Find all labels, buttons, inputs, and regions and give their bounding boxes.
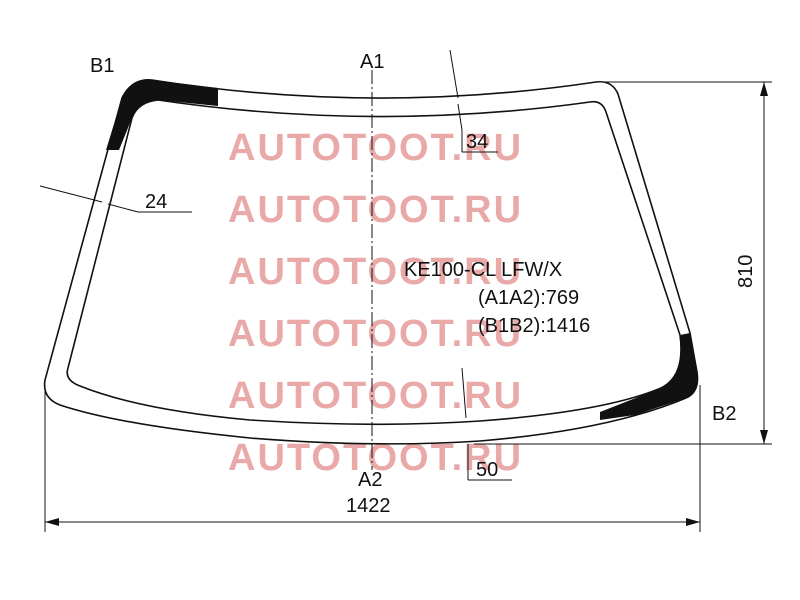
dimension-side-band-label: 24 [145, 191, 167, 213]
dimension-height-label: 810 [735, 255, 757, 288]
dimension-top-band [449, 49, 498, 153]
dimension-height-arrow-bottom [760, 430, 768, 444]
glass-inner-edge [66, 99, 682, 426]
watermark-row-2: AUTOTOOT.RU [228, 189, 523, 231]
a1a2-measure: (A1A2):769 [478, 287, 579, 309]
glass-outer-edge [43, 79, 699, 445]
dimension-width-label: 1422 [346, 495, 391, 517]
dimension-side-band [39, 185, 192, 213]
watermark-row-5: AUTOTOOT.RU [228, 375, 523, 417]
watermark-row-1: AUTOTOOT.RU [228, 127, 523, 169]
label-a1: A1 [360, 51, 384, 73]
b1b2-measure: (B1B2):1416 [478, 315, 590, 337]
watermark-row-4: AUTOTOOT.RU [228, 313, 523, 355]
model-code: KE100-CL LFW/X [404, 259, 562, 281]
dimension-height [474, 81, 772, 445]
dimension-top-band-label: 34 [466, 131, 488, 153]
dark-band-top-left [106, 79, 218, 150]
dark-band-bottom-right [600, 333, 698, 420]
watermark-row-3: AUTOTOOT.RU [228, 251, 523, 293]
watermark-group: AUTOTOOT.RU AUTOTOOT.RU AUTOTOOT.RU AUTO… [228, 127, 523, 479]
label-b1: B1 [90, 55, 114, 77]
dimension-width [44, 385, 701, 532]
label-b2: B2 [712, 403, 736, 425]
dimension-width-arrow-left [45, 518, 59, 526]
dimension-bottom-band [461, 367, 512, 481]
label-a2: A2 [358, 469, 382, 491]
dimension-bottom-band-label: 50 [476, 459, 498, 481]
dimension-height-arrow-top [760, 82, 768, 96]
dimension-width-arrow-right [686, 518, 700, 526]
